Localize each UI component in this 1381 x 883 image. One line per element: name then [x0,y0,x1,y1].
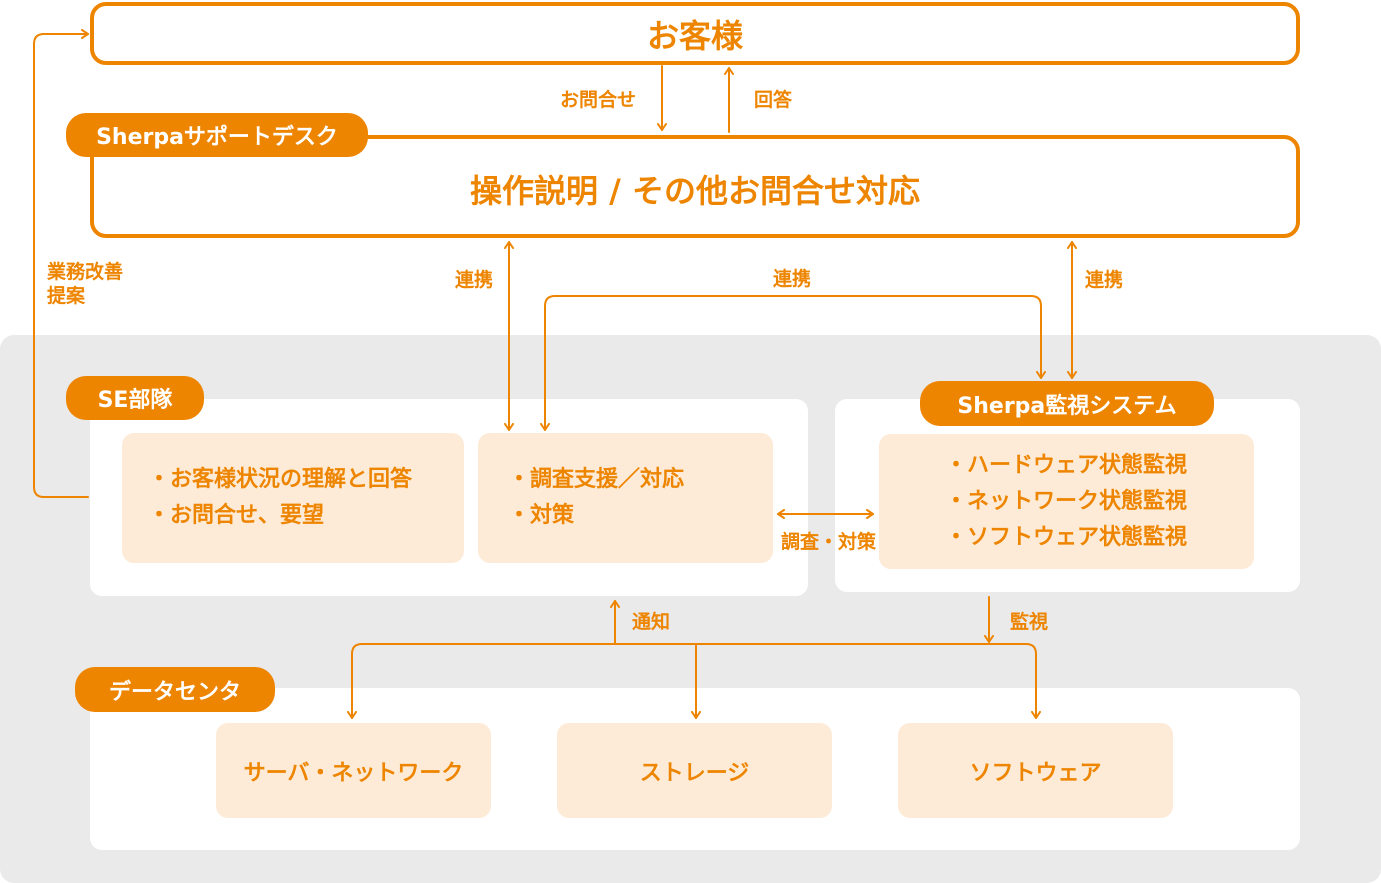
improvement-label-line1: 業務改善 [47,261,124,283]
improvement-label-line2: 提案 [47,285,86,307]
notify-label: 通知 [632,611,671,633]
se-team-pill: SE部隊 [66,376,204,420]
investigation-label: 調査・対策 [781,531,877,553]
customer-box: お客様 [90,2,1300,65]
datacenter-box-storage: ストレージ [557,723,832,818]
datacenter-box-server-network: サーバ・ネットワーク [216,723,491,818]
se-box2-line1: ・調査支援／対応 [508,467,685,492]
monitoring-item-software: ・ソフトウェア状態監視 [945,524,1188,550]
improvement-label: 業務改善 提案 [47,260,123,308]
datacenter-box3-label: ソフトウェア [969,760,1102,786]
datacenter-pill: データセンタ [75,667,275,712]
link-middle-arrow [540,295,1046,431]
inquiry-label: お問合せ [560,89,637,111]
monitoring-box: ・ハードウェア状態監視 ・ネットワーク状態監視 ・ソフトウェア状態監視 [879,434,1254,569]
link-right-label: 連携 [1085,269,1124,291]
datacenter-box2-label: ストレージ [639,760,750,786]
monitor-label: 監視 [1010,611,1049,633]
se-team-box-customer: ・お客様状況の理解と回答 ・お問合せ、要望 [122,433,464,563]
se-box2-line2: ・対策 [508,503,575,528]
se-team-box-investigation: ・調査支援／対応 ・対策 [478,433,773,563]
monitoring-item-network: ・ネットワーク状態監視 [945,488,1188,514]
customer-title: お客様 [646,16,743,55]
datacenter-box1-label: サーバ・ネットワーク [243,760,464,786]
link-middle-label: 連携 [773,268,812,290]
datacenter-bus [347,643,1041,719]
link-left-label: 連携 [455,269,494,291]
answer-label: 回答 [754,89,793,111]
support-desk-title: 操作説明 / その他お問合せ対応 [470,171,920,210]
support-desk-pill: Sherpaサポートデスク [66,113,368,157]
monitoring-pill: Sherpa監視システム [920,381,1214,426]
datacenter-box-software: ソフトウェア [898,723,1173,818]
se-box1-line1: ・お客様状況の理解と回答 [148,467,413,492]
improvement-arrow [33,29,89,498]
monitoring-item-hardware: ・ハードウェア状態監視 [945,452,1188,478]
se-box1-line2: ・お問合せ、要望 [148,503,325,528]
